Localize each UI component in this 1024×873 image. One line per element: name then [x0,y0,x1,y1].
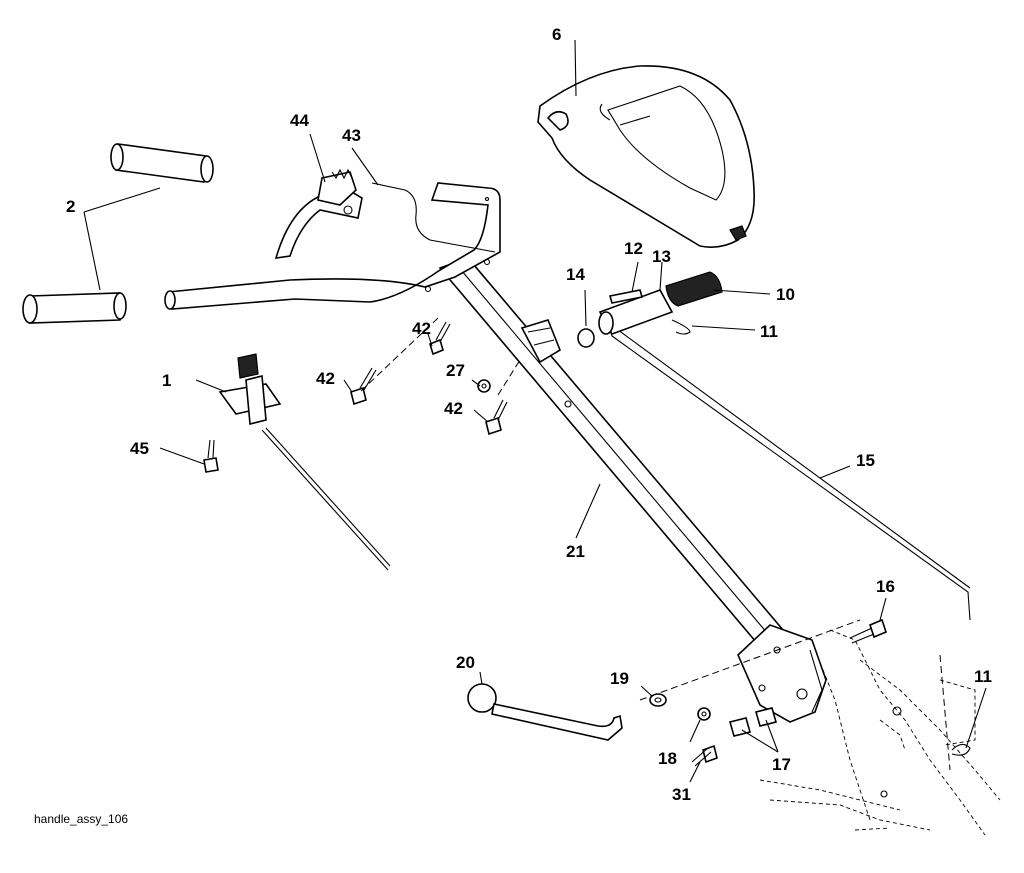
depth-bar [467,683,623,741]
callout-21: 21 [566,542,585,561]
callout-42-top: 42 [412,319,431,338]
nut-27 [477,379,491,393]
callout-43: 43 [342,126,361,145]
callout-1: 1 [162,371,171,390]
callout-14: 14 [566,265,585,284]
bolt-42-bottom [485,399,508,436]
callout-2: 2 [66,197,75,216]
bolt-42-top [429,321,451,356]
figure-id: handle_assy_106 [34,812,129,826]
callout-27: 27 [446,361,465,380]
washer-19 [649,693,667,707]
callout-15: 15 [856,451,875,470]
control-lever [274,168,363,259]
callout-42-bottom: 42 [444,399,463,418]
handlebar [164,182,501,310]
callout-17: 17 [772,755,791,774]
callout-6: 6 [552,25,561,44]
nut-18 [697,707,711,721]
callout-12: 12 [624,239,643,258]
callout-13: 13 [652,247,671,266]
callout-10: 10 [776,285,795,304]
callout-11-lower: 11 [974,667,992,686]
callout-16: 16 [876,577,895,596]
callouts: 6 44 43 2 12 13 14 10 11 42 1 42 27 42 4… [66,25,992,804]
lever-bracket [520,319,561,364]
handle-tube [438,257,827,723]
hairpin-11 [951,743,971,756]
callout-18: 18 [658,749,677,768]
callout-45: 45 [130,439,149,458]
bolt-45 [203,439,219,473]
leader-lines [83,39,987,783]
console-cover [537,65,755,248]
callout-44: 44 [290,111,309,130]
hand-grip-upper [110,143,214,183]
callout-31: 31 [672,785,691,804]
bolt-16 [849,618,887,644]
bolt-31 [691,744,718,767]
spacer-17 [729,707,777,737]
shift-bracket [218,353,391,571]
bolt-42-left [350,367,377,406]
callout-42-left: 42 [316,369,335,388]
hand-grip-lower [22,292,127,324]
pivot-assembly [577,271,723,348]
callout-19: 19 [610,669,629,688]
callout-20: 20 [456,653,475,672]
callout-11-upper: 11 [760,322,778,341]
tiller-frame-outline [759,629,1001,836]
throttle-cable [371,182,496,253]
control-rod [609,329,971,621]
